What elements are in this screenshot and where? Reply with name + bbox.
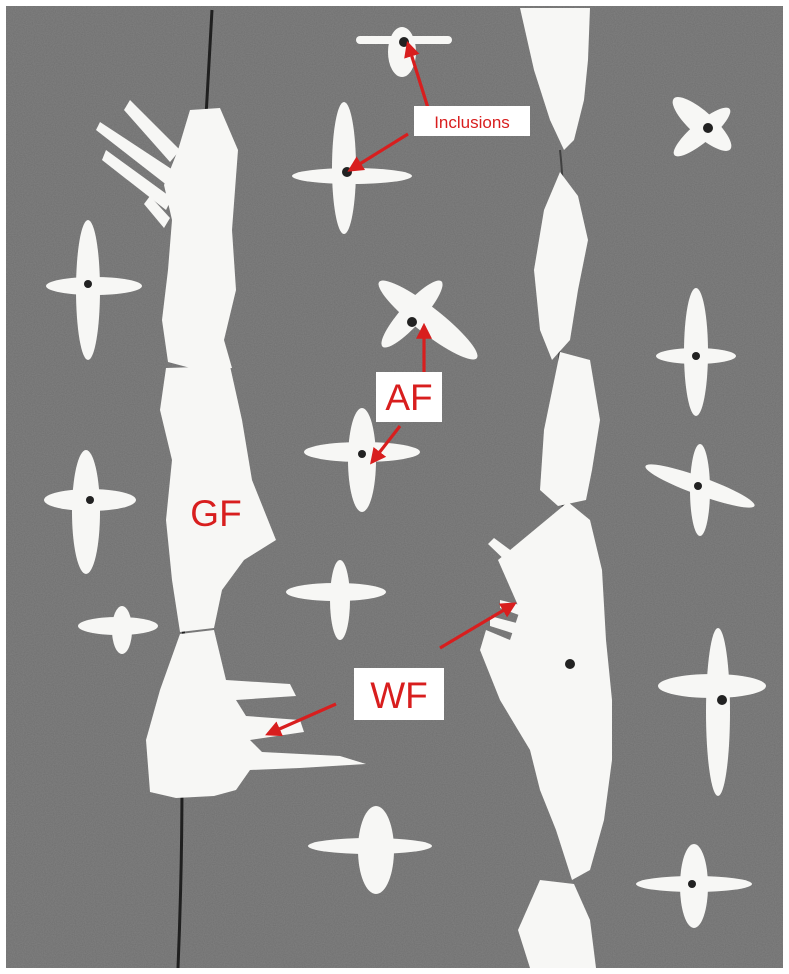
wf-label: WF	[370, 675, 428, 716]
af-label: AF	[385, 377, 432, 418]
inclusions-label: Inclusions	[434, 113, 510, 132]
gf-label: GF	[190, 493, 241, 534]
